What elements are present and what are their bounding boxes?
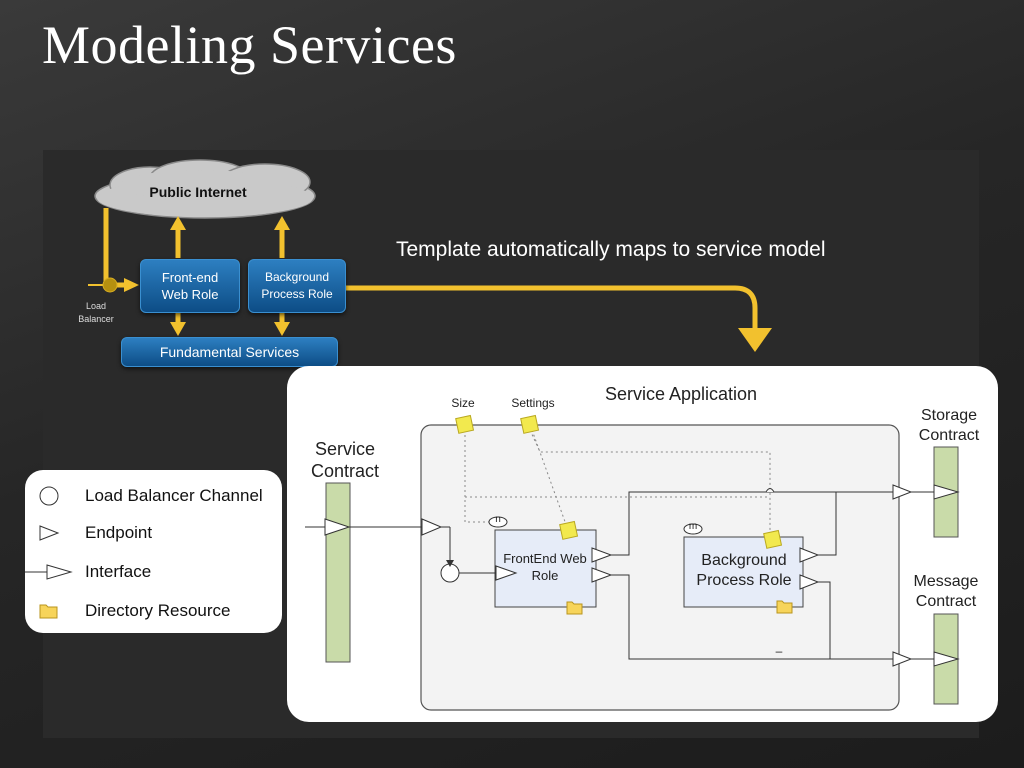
legend-item-directory-resource: Directory Resource	[85, 601, 231, 620]
storage-contract-label: Storage Contract	[918, 407, 980, 444]
legend-panel: Load Balancer Channel Endpoint Interface…	[25, 470, 282, 633]
size-label: Size	[451, 396, 475, 410]
frontend-role-box: Front-end Web Role	[140, 259, 240, 313]
caption: Template automatically maps to service m…	[396, 238, 826, 261]
settings-label: Settings	[511, 396, 555, 410]
m-label: m	[688, 521, 698, 532]
background-process-role-label: Background Process Role	[696, 552, 792, 589]
service-application-title: Service Application	[604, 384, 758, 404]
frontend-web-role-label: FrontEnd Web Role	[503, 551, 587, 583]
load-balancer-label: Load Balancer	[78, 301, 114, 324]
frontend-role-label: Front-end Web Role	[161, 270, 219, 302]
service-contract-bar	[325, 482, 351, 663]
legend-icons	[25, 486, 73, 619]
legend-item-load-balancer: Load Balancer Channel	[85, 486, 263, 505]
message-contract-label: Message Contract	[913, 573, 979, 610]
background-process-role-box	[683, 536, 804, 608]
frontend-web-role-box	[494, 529, 597, 608]
slide-title: Modeling Services	[42, 15, 457, 75]
fundamental-services-box: Fundamental Services	[121, 337, 338, 367]
legend-item-interface: Interface	[85, 562, 152, 581]
background-role-label: Background Process Role	[261, 270, 333, 301]
service-contract-label: Service Contract	[310, 439, 380, 481]
fundamental-services-label: Fundamental Services	[159, 344, 300, 360]
interface-icon	[46, 564, 73, 580]
cloud-label: Public Internet	[149, 184, 247, 200]
legend-item-endpoint: Endpoint	[85, 523, 153, 542]
background-role-box: Background Process Role	[248, 259, 346, 313]
circle-icon	[39, 486, 59, 506]
folder-icon	[39, 604, 58, 619]
n-label: n	[495, 514, 501, 525]
dash-mark: –	[775, 644, 783, 658]
cloud-shape	[94, 159, 316, 219]
triangle-icon	[39, 525, 60, 541]
